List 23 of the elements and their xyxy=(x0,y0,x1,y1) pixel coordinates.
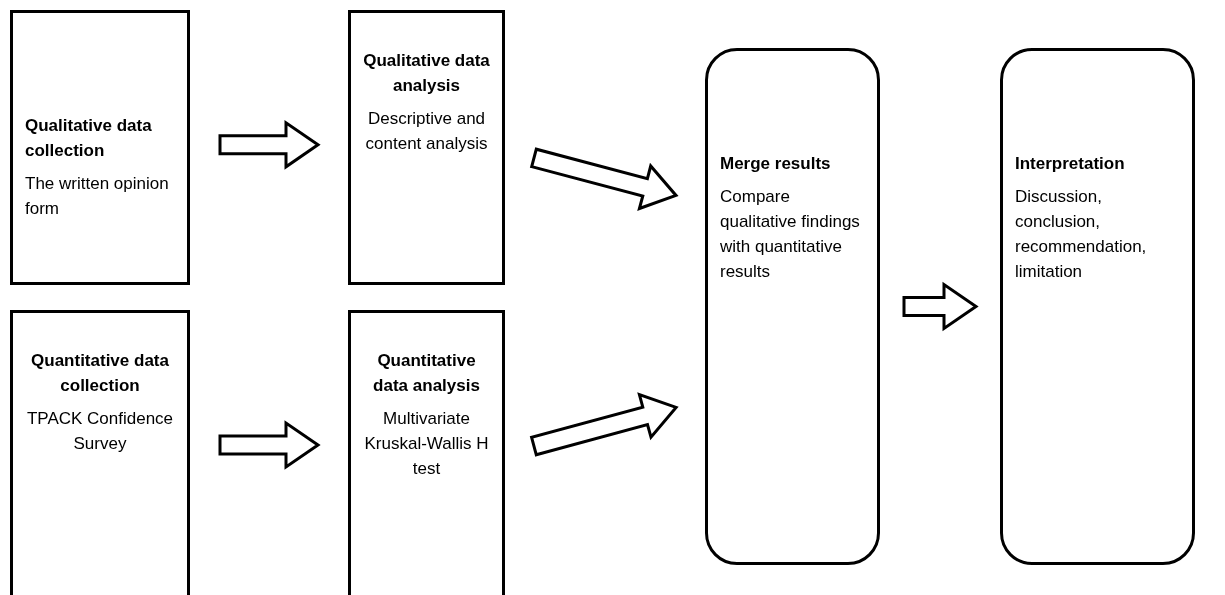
process-box xyxy=(348,310,505,595)
block-arrow xyxy=(902,281,979,332)
process-box xyxy=(10,10,190,285)
box-heading: Quantitative data collection xyxy=(30,350,170,397)
process-box xyxy=(10,310,190,595)
rounded-box xyxy=(705,48,880,565)
box-text: Discussion, conclusion, recommendation, limitation xyxy=(1015,186,1148,283)
box-text: The written opinion form xyxy=(25,173,170,220)
rounded-box xyxy=(1000,48,1195,565)
block-arrow xyxy=(529,392,679,457)
box-text: Descriptive and content analysis xyxy=(364,108,489,155)
block-arrow xyxy=(218,420,321,470)
box-heading: Quantitative data analysis xyxy=(372,350,481,397)
box-heading: Qualitative data collection xyxy=(25,115,153,162)
box-heading: Qualitative data analysis xyxy=(363,50,490,97)
block-arrow xyxy=(529,147,679,211)
box-text: TPACK Confidence Survey xyxy=(25,408,175,455)
process-box xyxy=(348,10,505,285)
box-heading: Merge results xyxy=(720,153,832,175)
box-text: Compare qualitative findings with quantitative results xyxy=(720,186,861,283)
box-heading: Interpretation xyxy=(1015,153,1126,175)
box-text: Multivariate Kruskal-Wallis H test xyxy=(363,408,490,480)
block-arrow xyxy=(218,119,321,170)
